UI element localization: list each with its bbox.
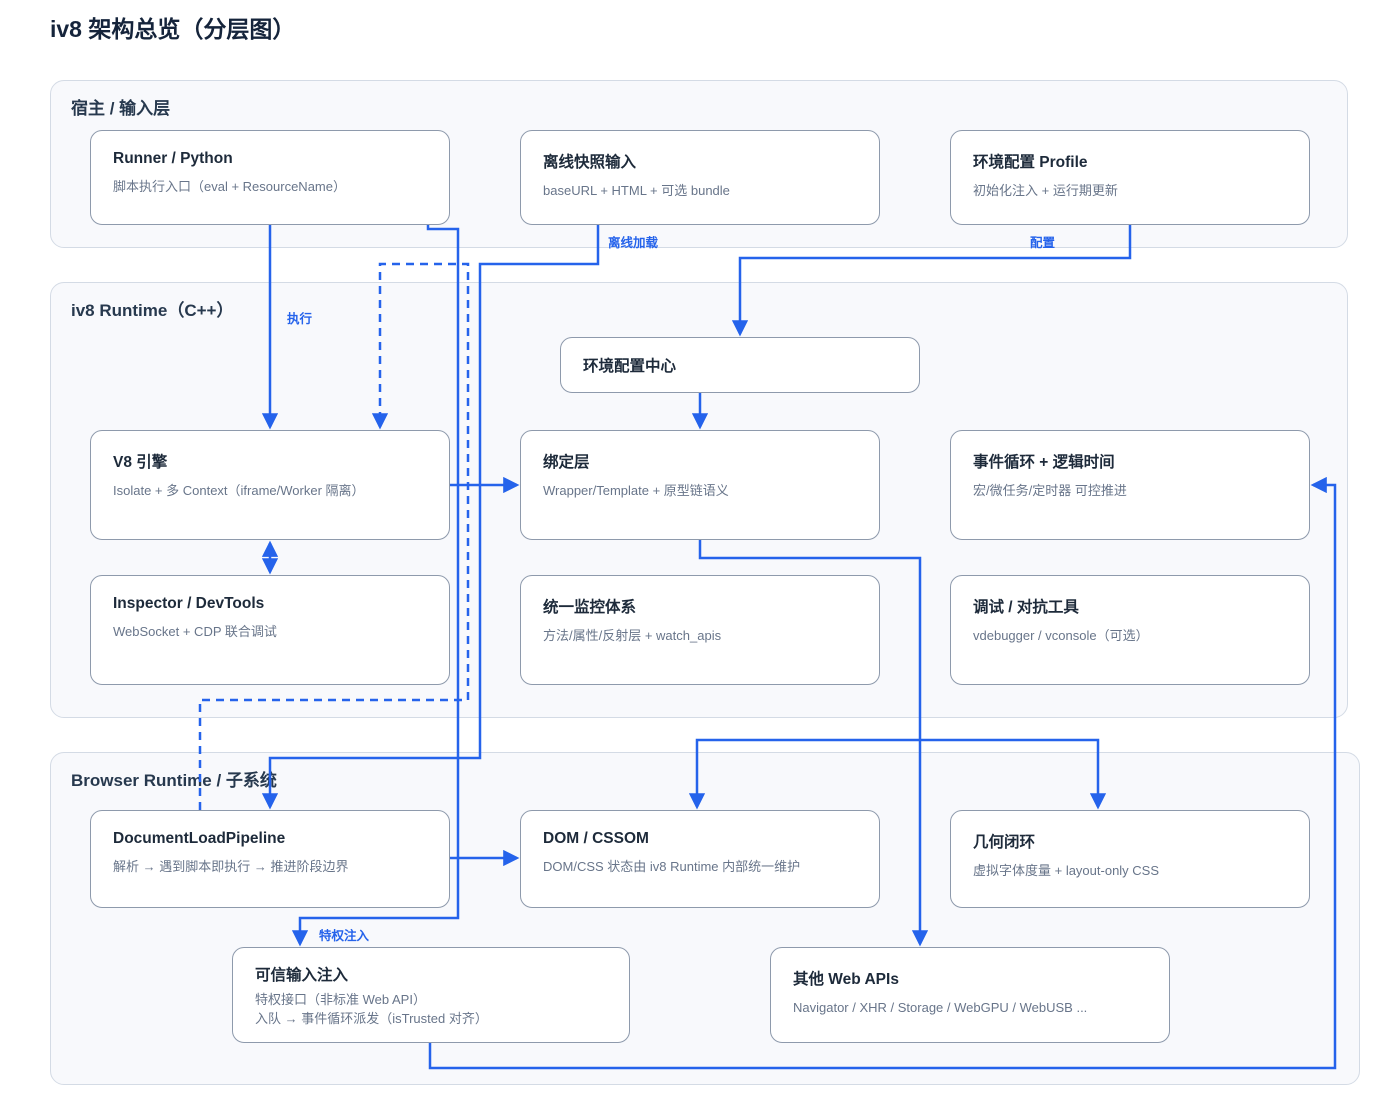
- node-trusted-input-injection: 可信输入注入 特权接口（非标准 Web API） 入队 → 事件循环派发（isT…: [232, 947, 630, 1043]
- node-binding-layer: 绑定层 Wrapper/Template + 原型链语义: [520, 430, 880, 540]
- node-env-profile-subtitle: 初始化注入 + 运行期更新: [973, 183, 1118, 198]
- node-v8-engine-subtitle: Isolate + 多 Context（iframe/Worker 隔离）: [113, 483, 365, 498]
- node-runner-python: Runner / Python 脚本执行入口（eval + ResourceNa…: [90, 130, 450, 225]
- node-trusted-input-injection-subtitle-line2: 入队 → 事件循环派发（isTrusted 对齐）: [255, 1010, 488, 1026]
- node-binding-layer-subtitle: Wrapper/Template + 原型链语义: [543, 483, 729, 498]
- node-v8-engine-title: V8 引擎: [113, 454, 168, 471]
- edge-label-configure: 配置: [1030, 236, 1056, 250]
- node-other-web-apis: 其他 Web APIs Navigator / XHR / Storage / …: [770, 947, 1170, 1043]
- node-other-web-apis-title: 其他 Web APIs: [793, 971, 899, 988]
- layer-browser-runtime-label: Browser Runtime / 子系统: [71, 771, 277, 790]
- edge-label-offline-load: 离线加载: [608, 236, 659, 250]
- node-trusted-input-injection-title: 可信输入注入: [255, 967, 349, 984]
- edge-label-privileged-inject: 特权注入: [319, 929, 370, 943]
- node-unified-monitoring-title: 统一监控体系: [543, 599, 637, 616]
- node-dom-cssom: DOM / CSSOM DOM/CSS 状态由 iv8 Runtime 内部统一…: [520, 810, 880, 908]
- node-offline-snapshot-input: 离线快照输入 baseURL + HTML + 可选 bundle: [520, 130, 880, 225]
- node-env-config-center: 环境配置中心: [560, 337, 920, 393]
- node-other-web-apis-subtitle: Navigator / XHR / Storage / WebGPU / Web…: [793, 1000, 1088, 1015]
- node-geometry-loop: 几何闭环 虚拟字体度量 + layout-only CSS: [950, 810, 1310, 908]
- node-event-loop-title: 事件循环 + 逻辑时间: [973, 454, 1115, 471]
- node-offline-snapshot-subtitle: baseURL + HTML + 可选 bundle: [543, 183, 730, 198]
- node-inspector-devtools-title: Inspector / DevTools: [113, 595, 265, 612]
- node-env-config-center-title: 环境配置中心: [583, 358, 677, 375]
- page-title: iv8 架构总览（分层图）: [50, 16, 296, 42]
- node-unified-monitoring-subtitle: 方法/属性/反射层 + watch_apis: [543, 628, 722, 643]
- node-event-loop: 事件循环 + 逻辑时间 宏/微任务/定时器 可控推进: [950, 430, 1310, 540]
- node-dom-cssom-subtitle: DOM/CSS 状态由 iv8 Runtime 内部统一维护: [543, 859, 801, 874]
- node-debug-counter-tools: 调试 / 对抗工具 vdebugger / vconsole（可选）: [950, 575, 1310, 685]
- node-document-load-pipeline-subtitle: 解析 → 遇到脚本即执行 → 推进阶段边界: [113, 859, 349, 874]
- node-dom-cssom-title: DOM / CSSOM: [543, 830, 649, 847]
- node-env-profile-title: 环境配置 Profile: [973, 154, 1088, 171]
- node-event-loop-subtitle: 宏/微任务/定时器 可控推进: [973, 483, 1127, 498]
- node-binding-layer-title: 绑定层: [543, 454, 590, 471]
- node-document-load-pipeline: DocumentLoadPipeline 解析 → 遇到脚本即执行 → 推进阶段…: [90, 810, 450, 908]
- node-unified-monitoring: 统一监控体系 方法/属性/反射层 + watch_apis: [520, 575, 880, 685]
- node-debug-counter-tools-subtitle: vdebugger / vconsole（可选）: [973, 628, 1149, 643]
- node-trusted-input-injection-subtitle-line1: 特权接口（非标准 Web API）: [255, 992, 426, 1007]
- node-inspector-devtools: Inspector / DevTools WebSocket + CDP 联合调…: [90, 575, 450, 685]
- node-geometry-loop-title: 几何闭环: [973, 834, 1036, 851]
- node-env-profile: 环境配置 Profile 初始化注入 + 运行期更新: [950, 130, 1310, 225]
- node-geometry-loop-subtitle: 虚拟字体度量 + layout-only CSS: [973, 863, 1160, 878]
- node-inspector-devtools-subtitle: WebSocket + CDP 联合调试: [113, 624, 277, 639]
- edge-label-execute: 执行: [287, 312, 313, 326]
- layer-iv8-runtime-label: iv8 Runtime（C++）: [71, 301, 234, 320]
- node-document-load-pipeline-title: DocumentLoadPipeline: [113, 830, 286, 847]
- node-debug-counter-tools-title: 调试 / 对抗工具: [973, 599, 1079, 616]
- node-runner-python-title: Runner / Python: [113, 150, 233, 167]
- node-offline-snapshot-title: 离线快照输入: [543, 154, 637, 171]
- layer-host-input-label: 宿主 / 输入层: [71, 99, 171, 118]
- node-runner-python-subtitle: 脚本执行入口（eval + ResourceName）: [113, 179, 346, 194]
- node-v8-engine: V8 引擎 Isolate + 多 Context（iframe/Worker …: [90, 430, 450, 540]
